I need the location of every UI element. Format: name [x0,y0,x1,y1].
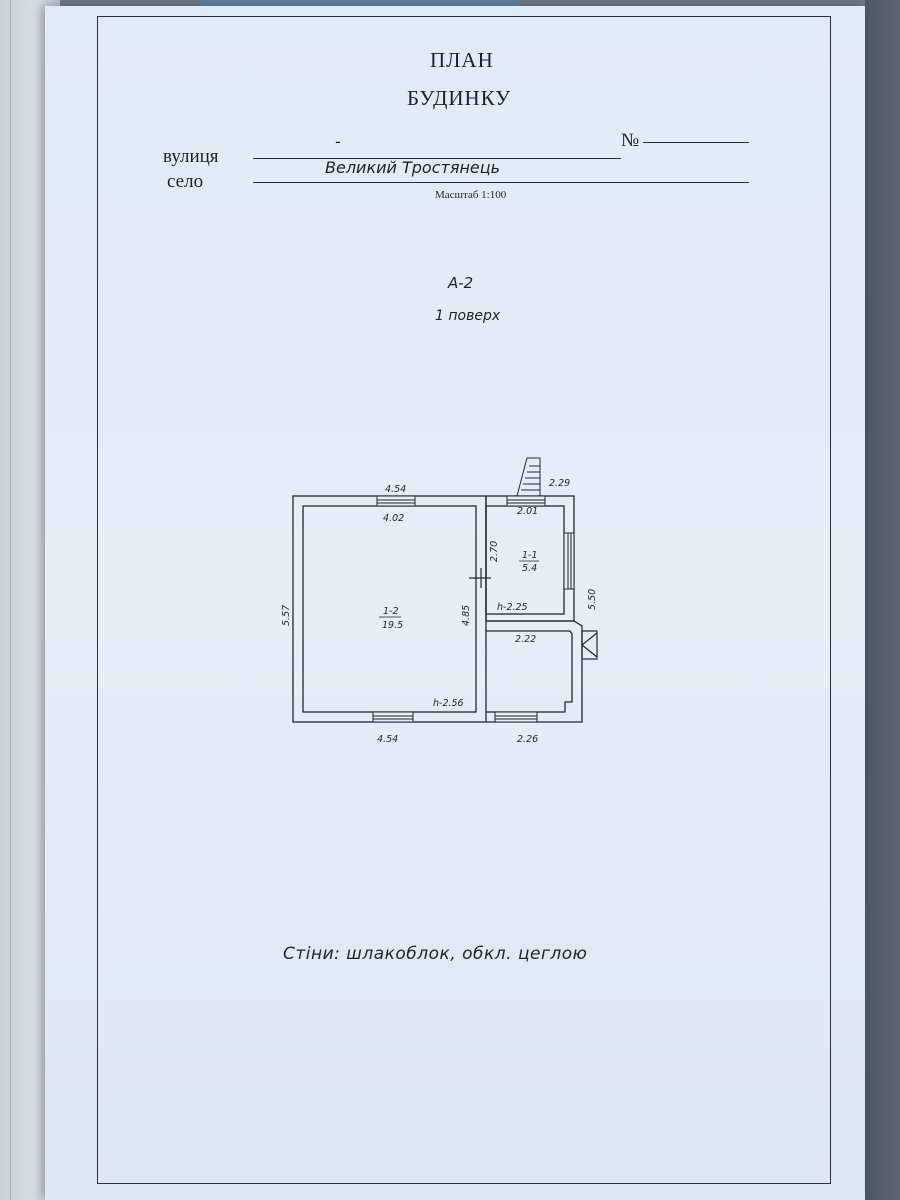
floor-plan: 4.54 4.02 2.29 2.01 5.57 4.85 2.70 5.50 … [281,457,598,745]
number-underline [643,142,749,143]
floor-label: 1 поверх [435,308,501,324]
document-sheet: ПЛАН БУДИНКУ вулиця - № село Великий Тро… [45,6,865,1200]
title-building: БУДИНКУ [407,86,512,110]
room-1-1-id: 1-1 [522,550,538,561]
plan-walls [292,495,583,723]
room-1-1-height: h-2.25 [497,602,528,613]
dim-mid-right-width: 2.22 [515,634,536,645]
wall-right-lower-outer [486,620,583,723]
village-value: Великий Тростянець [325,158,501,177]
wall-right-lower-inner [486,630,573,713]
window-bottom-right [494,711,538,723]
dim-bottom-right: 2.26 [517,734,538,745]
street-value: - [335,132,341,151]
window-top-left [376,495,416,507]
plan-windows [372,495,575,723]
room-1-2-area: 19.5 [382,620,403,631]
dim-small-room-height: 2.70 [489,541,500,562]
plan-doors [469,568,598,660]
scale-text: Масштаб 1:100 [435,189,507,201]
room-1-2-id: 1-2 [383,606,399,617]
room-1-2-height: h-2.56 [433,698,464,709]
street-underline [253,158,621,159]
window-top-right [506,495,546,507]
plan-stairs [516,457,541,497]
dim-bottom-left: 4.54 [377,734,398,745]
dim-top-right-inner: 2.01 [517,506,538,517]
number-label: № [621,130,640,151]
dim-right-height: 5.50 [587,589,598,610]
village-underline [253,182,749,183]
background-right [865,0,900,1200]
drawing-frame [97,16,831,1184]
dim-middle-height: 4.85 [461,605,472,626]
window-right [563,532,575,590]
walls-note: Стіни: шлакоблок, обкл. цеглою [283,944,588,964]
room-1-1-area: 5.4 [522,563,537,574]
title-plan: ПЛАН [430,48,494,72]
dim-top-left-outer: 4.54 [385,484,406,495]
street-label: вулиця [163,146,219,167]
dim-top-right-outer: 2.29 [549,478,570,489]
building-id: А-2 [448,274,474,292]
dim-top-left-inner: 4.02 [383,513,404,524]
village-label: село [167,171,204,192]
window-bottom-left [372,711,414,723]
dim-left-height: 5.57 [281,605,292,626]
